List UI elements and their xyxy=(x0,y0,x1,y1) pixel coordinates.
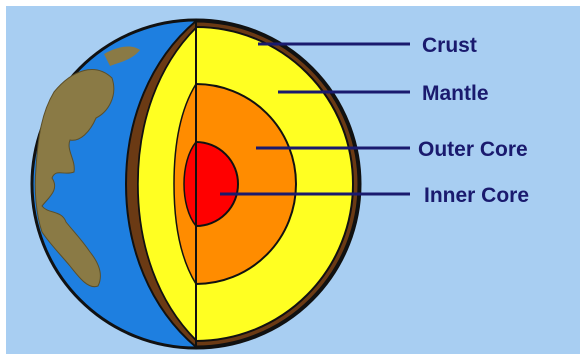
mantle-label: Mantle xyxy=(422,82,489,105)
inner-core-label: Inner Core xyxy=(424,184,529,207)
crust-label: Crust xyxy=(422,34,477,57)
outer-core-label: Outer Core xyxy=(418,138,528,161)
